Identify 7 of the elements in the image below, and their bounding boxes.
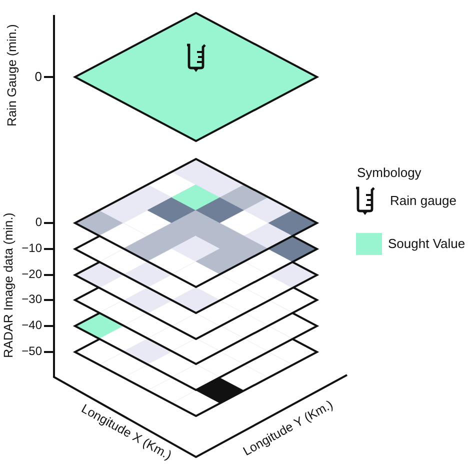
axis-title: Rain Gauge (min.) bbox=[6, 24, 18, 126]
tick-label: −20 bbox=[20, 268, 42, 280]
axis-title: RADAR Image data (min.) bbox=[2, 212, 14, 358]
tick-label: −40 bbox=[20, 319, 42, 331]
legend-label: Sought Value bbox=[388, 237, 466, 250]
legend-title: Symbology bbox=[357, 166, 422, 179]
legend-label: Rain gauge bbox=[390, 194, 456, 207]
